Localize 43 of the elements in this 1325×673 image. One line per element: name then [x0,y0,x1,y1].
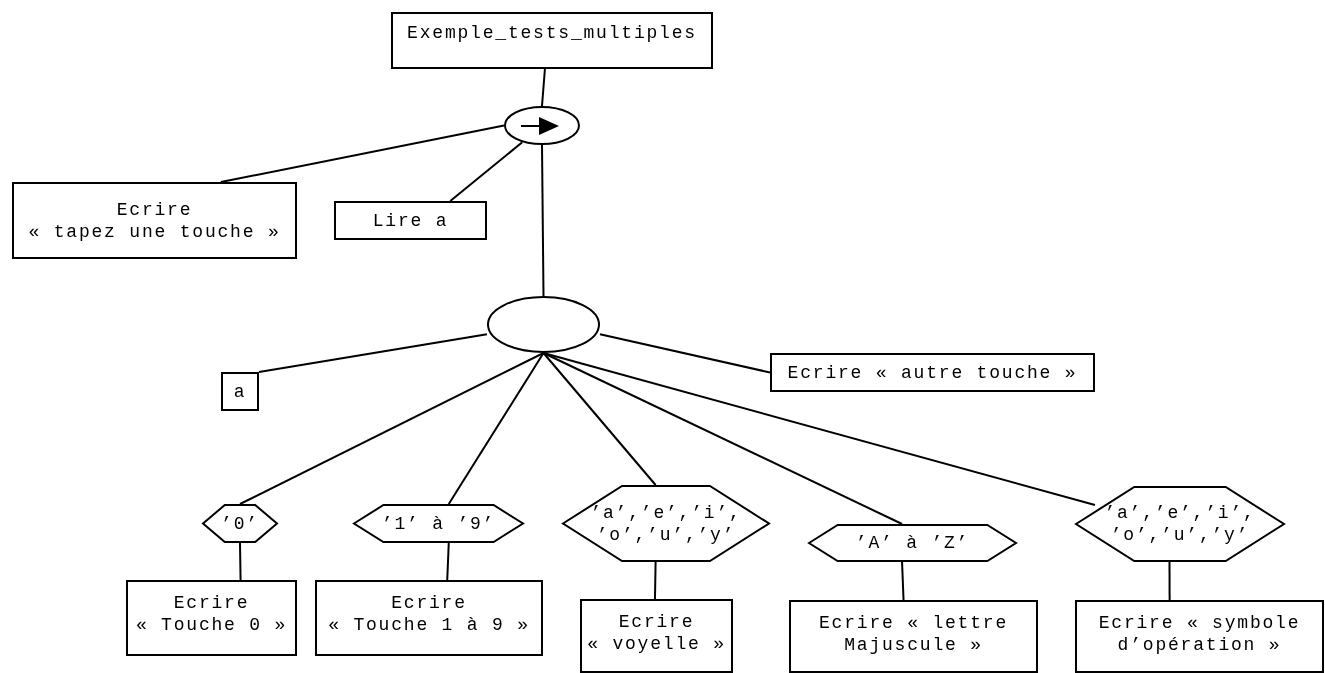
connector-line [542,352,657,486]
connector-line [446,542,450,581]
process-box [391,12,713,69]
connector-line [653,561,657,600]
node-label: ’1’ à ’9’ [381,512,496,535]
node-label: Ecrire « autre touche » [787,361,1078,384]
node-label: Ecrire [173,592,250,614]
node-label: ’A’ à ’Z’ [855,532,970,554]
process-box [334,201,487,240]
node-label: ’0’ [221,512,259,535]
node-label: « Touche 0 » [135,614,288,636]
node-label: Ecrire [391,592,467,614]
process-box [221,372,259,411]
node-label: a [233,380,247,403]
process-box [580,599,733,673]
node-label: Lire a [372,209,449,232]
connector-line [541,144,545,297]
node-label: Ecrire « lettre Majuscule » [818,612,1009,656]
node-label: Ecrire « symbole d’opération » [1097,612,1302,656]
process-box [126,580,297,656]
node-label: « voyelle » [587,633,726,655]
node-label: « Touche 1 à 9 » [328,614,530,636]
node-label: ’a’,’e’,’i’, ’o’,’u’,’y’ [1103,502,1257,546]
node-label: Exemple_tests_multiples [407,22,697,44]
connector-line [219,124,505,183]
node-label: Ecrire [116,198,193,221]
connector-line [1168,561,1171,601]
connector-line [541,68,546,107]
process-box [315,580,543,656]
connector-line [239,542,242,581]
connector-line [449,141,524,202]
connector-line [901,561,905,601]
process-box [12,182,297,259]
node-label: « tapez une touche » [28,220,281,243]
node-label: ’a’,’e’,’i’, ’o’,’u’,’y’ [589,501,743,546]
connector-line [258,333,488,373]
connector-line [599,333,771,374]
process-box [789,600,1038,673]
connector-line [447,352,545,505]
connector-line [239,352,545,505]
node-label: Ecrire [618,611,695,633]
process-box [1075,600,1324,673]
process-box [770,353,1095,392]
